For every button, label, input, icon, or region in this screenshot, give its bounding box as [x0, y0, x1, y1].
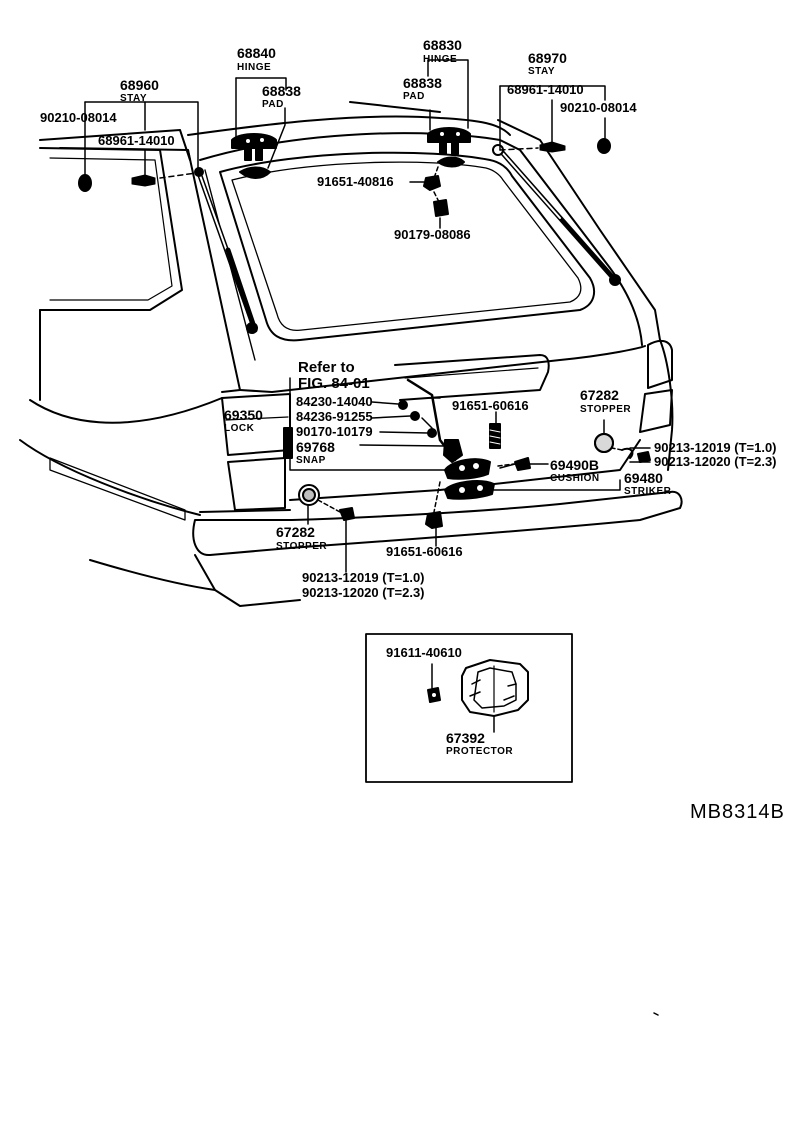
right-hinge-part-number: 68830 — [423, 37, 462, 53]
striker-name: STRIKER — [624, 486, 672, 497]
left-hinge-part-number: 68840 — [237, 45, 276, 61]
left-stopper-screw-icon — [339, 507, 355, 521]
right-stopper-name: STOPPER — [580, 404, 631, 415]
snap-part-number: 69768 — [296, 439, 335, 455]
left-tail-light-lower — [227, 457, 286, 511]
body-side-lower — [89, 559, 216, 591]
hinge-cap-icon — [433, 199, 449, 217]
left-hinge-name: HINGE — [237, 62, 271, 73]
upper-bolt-icon — [489, 423, 501, 449]
right-pad-part-number: 68838 — [403, 75, 442, 91]
roof-top — [349, 101, 441, 113]
side-window — [39, 147, 183, 311]
left-tail-light-div — [225, 416, 289, 421]
bumper-top — [199, 509, 291, 513]
left-stay-bolt-label: 90210-08014 — [40, 110, 117, 125]
under-body — [194, 554, 301, 607]
rear-glass-outer — [219, 151, 596, 342]
right-stopper-screw-1: 90213-12019 (T=1.0) — [654, 440, 777, 455]
right-stopper-part-number: 67282 — [580, 387, 619, 403]
right-stay-ball-label: 68961-14010 — [507, 82, 584, 97]
right-hinge-icon — [427, 127, 471, 179]
striker-icon — [444, 480, 495, 500]
upper-bolt-label: 91651-60616 — [452, 398, 529, 413]
lock-cylinder-icon — [283, 427, 293, 459]
left-stay-bolt-icon — [78, 174, 92, 192]
rear-corner — [659, 339, 674, 471]
right-stay-part-number: 68970 — [528, 50, 567, 66]
license-recess-inner — [404, 367, 539, 379]
refer-to-line1: Refer to — [298, 359, 355, 376]
hinge-nut-icon — [423, 175, 441, 205]
striker-part-number: 69480 — [624, 470, 663, 486]
cushion-part-number: 69490B — [550, 457, 599, 473]
right-stay-name: STAY — [528, 66, 555, 77]
bumper — [192, 490, 683, 557]
lock-part-2: 84236-91255 — [296, 409, 373, 424]
lock-part-number: 69350 — [224, 407, 263, 423]
diagram-code: MB8314B — [690, 801, 785, 823]
left-stopper-part-number: 67282 — [276, 524, 315, 540]
lock-name: LOCK — [224, 423, 255, 434]
lower-bolt-icon — [425, 481, 443, 529]
snap-icon — [443, 439, 463, 463]
license-recess — [394, 354, 550, 401]
lower-bolt-label: 91651-60616 — [386, 544, 463, 559]
latch-icon — [444, 458, 491, 480]
cushion-icon — [497, 457, 531, 471]
left-pad-part-number: 68838 — [262, 83, 301, 99]
inset-box — [365, 633, 573, 783]
right-hinge-name: HINGE — [423, 54, 457, 65]
snap-name: SNAP — [296, 455, 326, 466]
protector-name: PROTECTOR — [446, 746, 513, 757]
left-stopper-name: STOPPER — [276, 541, 327, 552]
stray-mark — [653, 1012, 659, 1016]
left-stay-name: STAY — [120, 93, 147, 104]
left-hinge-icon — [231, 133, 277, 179]
body-molding — [49, 457, 186, 521]
right-pad-name: PAD — [403, 91, 425, 102]
left-stay-ball-label: 68961-14010 — [98, 133, 175, 148]
protector-icon — [461, 659, 529, 717]
refer-to-line2: FIG. 84-01 — [298, 375, 370, 392]
roof-edge — [187, 115, 511, 136]
right-stay-bolt-label: 90210-08014 — [560, 100, 637, 115]
hinge-cap-label: 90179-08086 — [394, 227, 471, 242]
vehicle-outline — [19, 101, 683, 607]
side-window-inner — [49, 157, 173, 301]
rear-glass-inner — [231, 161, 582, 332]
protector-part-number: 67392 — [446, 730, 485, 746]
left-stopper-screw-2: 90213-12020 (T=2.3) — [302, 585, 425, 600]
left-stopper-icon — [298, 484, 341, 513]
fender-line — [29, 397, 223, 424]
right-stopper-screw-icon — [637, 451, 651, 463]
right-stopper-icon — [594, 433, 634, 459]
hatch-lower — [239, 345, 646, 393]
lock-clip-icons — [398, 400, 437, 438]
right-tail-light-lower — [639, 389, 673, 433]
right-stay-bolt-icon — [597, 138, 611, 154]
lock-part-1: 84230-14040 — [296, 394, 373, 409]
cushion-name: CUSHION — [550, 473, 600, 484]
left-stopper-screw-1: 90213-12019 (T=1.0) — [302, 570, 425, 585]
left-pad-name: PAD — [262, 99, 284, 110]
inset-bolt-icon — [427, 687, 441, 703]
hatch-outer-right — [497, 119, 661, 341]
inset-bolt-label: 91611-40610 — [386, 645, 462, 660]
hatch-bottom — [289, 439, 641, 501]
right-tail-light — [647, 339, 673, 389]
right-stay-ball-icon — [499, 141, 566, 153]
left-stay-part-number: 68960 — [120, 77, 159, 93]
left-stay — [194, 167, 258, 334]
leader-lines — [84, 59, 651, 573]
hinge-nut-label: 91651-40816 — [317, 174, 394, 189]
lock-part-3: 90170-10179 — [296, 424, 373, 439]
right-stopper-screw-2: 90213-12020 (T=2.3) — [654, 454, 777, 469]
body-side — [19, 439, 201, 516]
hatch-outline — [199, 132, 643, 346]
